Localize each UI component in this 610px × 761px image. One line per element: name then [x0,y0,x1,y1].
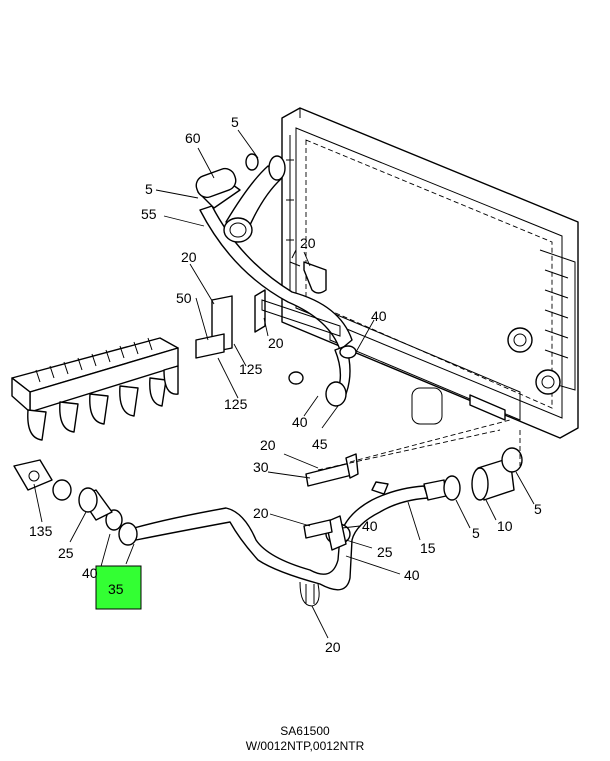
callout-label[interactable]: 135 [29,523,53,539]
callout-label[interactable]: 40 [82,565,98,581]
callout-label[interactable]: 20 [181,249,197,265]
callout-label[interactable]: 5 [534,501,542,517]
callout-label[interactable]: 15 [420,540,436,556]
lower-hose [13,447,523,607]
callout-label[interactable]: 40 [404,567,420,583]
callout-label[interactable]: 40 [371,308,387,324]
callout-label[interactable]: 125 [224,396,248,412]
lower-brackets [303,419,521,539]
callout-label[interactable]: 20 [253,505,269,521]
callout-label[interactable]: 40 [292,414,308,430]
callout-label[interactable]: 50 [176,290,192,306]
ref-code: SA61500 [280,724,330,738]
callout-label[interactable]: 20 [268,335,284,351]
callout-label[interactable]: 5 [472,525,480,541]
callout-label[interactable]: 30 [253,459,269,475]
callout-label[interactable]: 20 [325,639,341,655]
callout-label[interactable]: 40 [362,518,378,534]
callout-label-highlighted[interactable]: 35 [108,581,124,597]
callout-label[interactable]: 55 [141,206,157,222]
highlight-box [95,565,142,610]
upper-brackets [195,249,341,359]
callout-labels: 5 60 5 55 20 20 50 40 20 125 125 40 45 2… [29,114,542,655]
callout-label[interactable]: 20 [260,437,276,453]
callout-label[interactable]: 5 [145,181,153,197]
callout-label[interactable]: 25 [377,544,393,560]
callout-label[interactable]: 45 [312,436,328,452]
callout-label[interactable]: 125 [239,361,263,377]
upper-hose [195,153,357,407]
callout-label[interactable]: 10 [497,518,513,534]
callout-label[interactable]: 20 [300,235,316,251]
callout-label[interactable]: 5 [231,114,239,130]
engine-manifold [11,337,179,441]
leader-lines [33,129,535,639]
radiator [281,107,579,439]
callout-label[interactable]: 25 [58,545,74,561]
model-list: W/0012NTP,0012NTR [245,739,365,753]
callout-label[interactable]: 60 [185,130,201,146]
